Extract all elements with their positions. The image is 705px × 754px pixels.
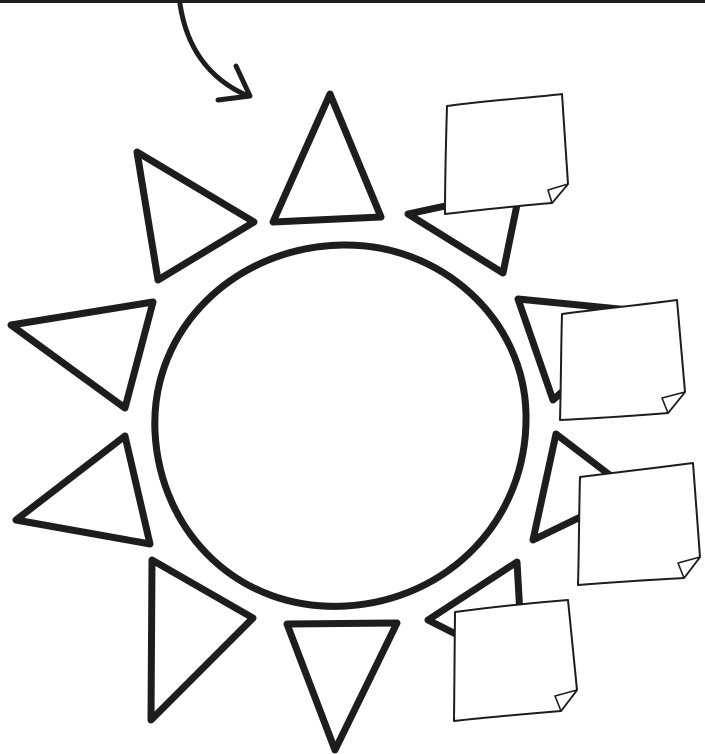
sun-ray-top-left xyxy=(137,152,254,280)
sticky-note[interactable] xyxy=(560,300,685,420)
sun-ray-top xyxy=(273,94,381,222)
curved-arrow-icon xyxy=(180,4,250,100)
sun-ray-bottom xyxy=(287,623,397,750)
sun-ray-left xyxy=(11,302,153,408)
sticky-note[interactable] xyxy=(578,463,700,585)
sun-ray-bottom-left xyxy=(151,560,253,720)
sticky-note[interactable] xyxy=(445,94,568,214)
sun-ray-left-lower xyxy=(16,436,150,544)
sticky-note[interactable] xyxy=(454,600,577,721)
sun-center-circle xyxy=(155,245,526,606)
